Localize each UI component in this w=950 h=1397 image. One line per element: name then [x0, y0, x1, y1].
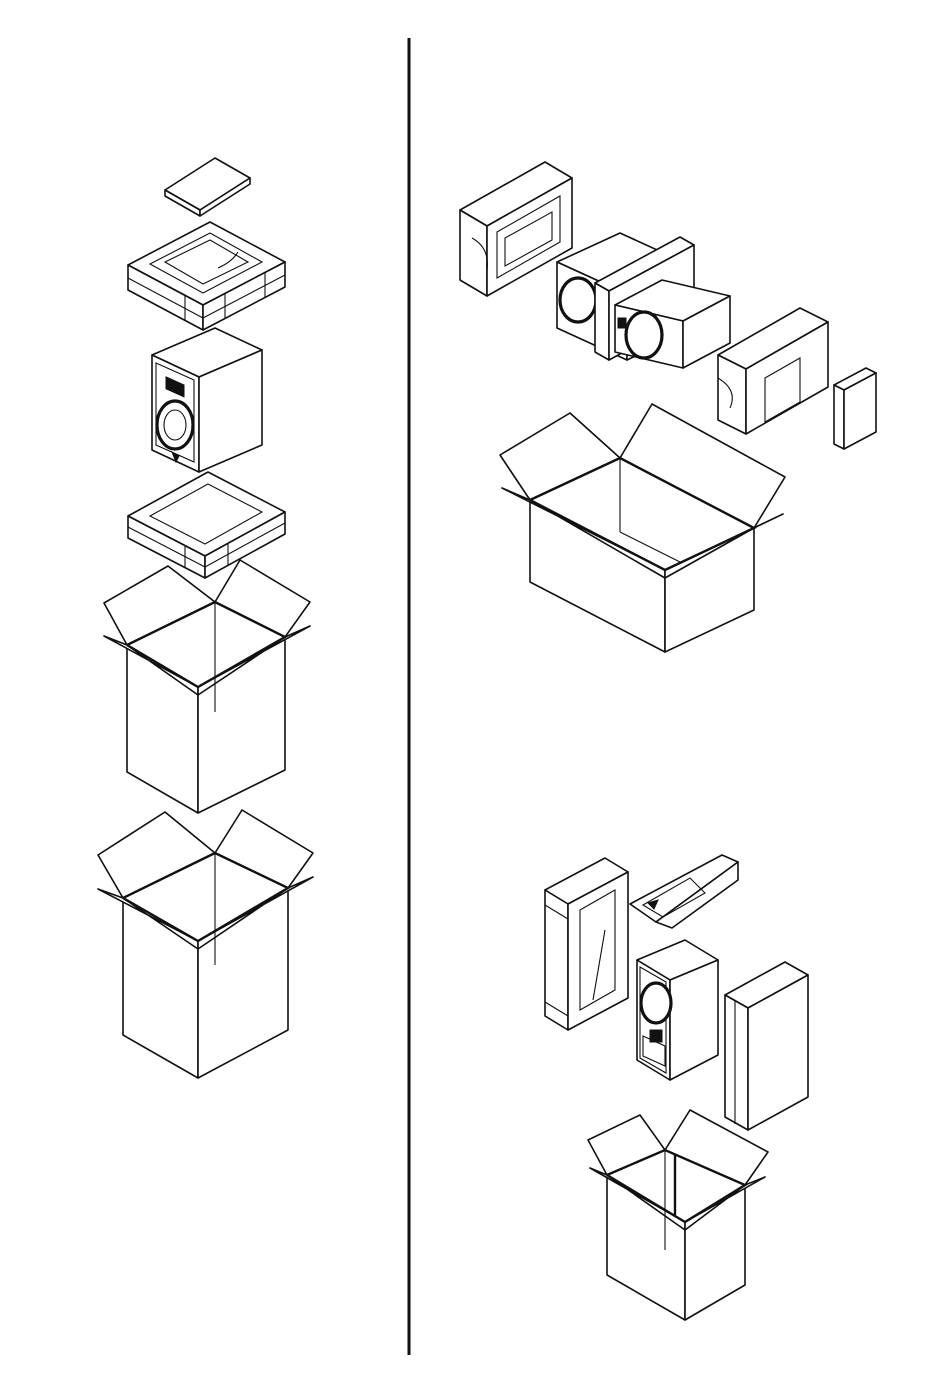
outer-carton — [98, 810, 313, 1078]
carton-tall — [588, 1110, 768, 1320]
top-foam-insert — [128, 222, 285, 330]
vertical-packing-sequence — [98, 158, 313, 1078]
inner-carton — [104, 560, 310, 813]
horizontal-packing-sequence — [460, 162, 876, 652]
bottom-foam-insert — [128, 472, 285, 578]
end-foam-insert-right — [718, 308, 828, 434]
side-foam-insert-right — [725, 962, 808, 1130]
compact-packing-sequence — [545, 855, 808, 1320]
speaker-upright — [637, 940, 718, 1080]
carton-wide — [500, 404, 785, 652]
manual-booklet — [165, 158, 250, 216]
end-foam-insert-left — [460, 162, 572, 296]
side-foam-insert-left — [545, 858, 628, 1030]
wedge-stand — [630, 855, 738, 928]
speaker-cabinet — [152, 328, 262, 472]
manual-booklet-standing — [834, 368, 876, 449]
